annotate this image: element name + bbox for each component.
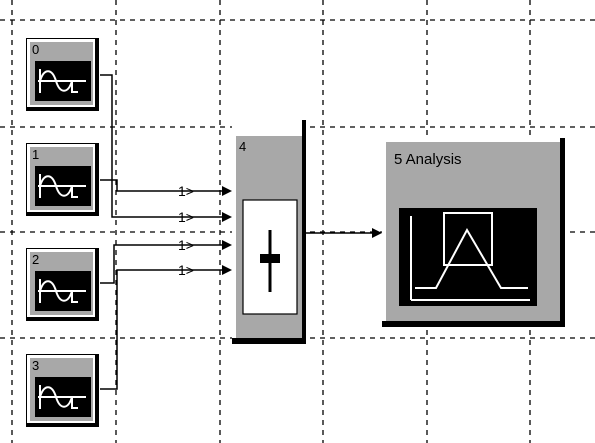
input-port-1[interactable]: 1> [178,209,232,225]
source-block-0[interactable]: 0 [26,38,99,111]
block-label: 0 [32,42,39,57]
input-port-label: 1> [178,183,194,199]
block-title: 5 Analysis [394,151,462,168]
adder-block-4[interactable]: 4 [232,120,306,344]
sine-wave-icon [38,174,86,198]
input-port-3[interactable]: 1> [178,262,232,278]
sine-wave-icon [38,279,86,303]
block-label: 1 [32,147,39,162]
sine-wave-icon [38,69,86,93]
input-port-label: 1> [178,237,194,253]
input-port-label: 1> [178,262,194,278]
block-label: 3 [32,358,39,373]
spectrum-plot-icon [410,212,530,301]
analysis-block-5[interactable]: 5 Analysis [382,138,565,327]
source-block-1[interactable]: 1 [26,143,99,216]
plus-icon [260,230,280,292]
input-port-0[interactable]: 1> [178,183,232,199]
input-port-label: 1> [178,209,194,225]
block-label: 2 [32,252,39,267]
source-block-2[interactable]: 2 [26,248,99,321]
block-label: 4 [239,139,246,154]
wires [100,74,372,390]
analysis-input-arrow [372,228,382,238]
input-port-2[interactable]: 1> [178,237,232,253]
source-block-3[interactable]: 3 [26,354,99,427]
sine-wave-icon [38,385,86,409]
